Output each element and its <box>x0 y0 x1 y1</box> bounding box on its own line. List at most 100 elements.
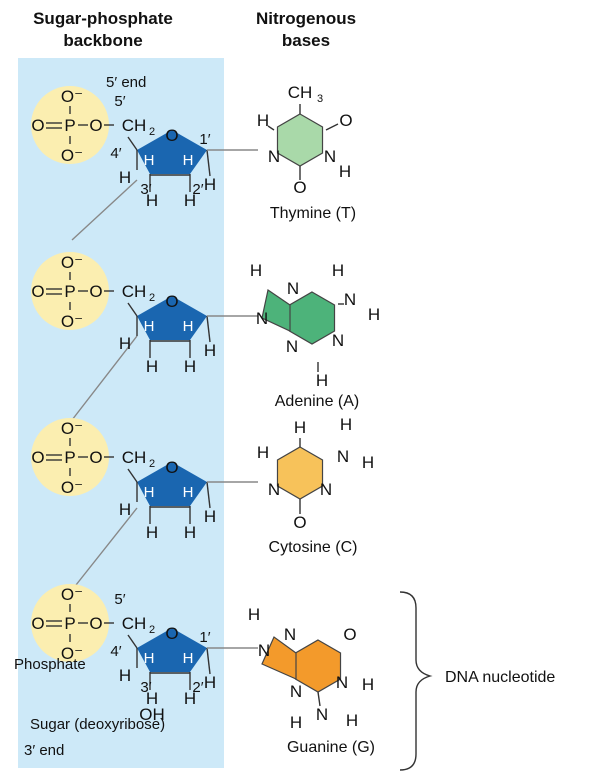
sugar-ring <box>137 296 207 340</box>
phosphate-circle <box>31 86 109 164</box>
backbone-link-2 <box>71 335 138 421</box>
base-name-adenine: Adenine (A) <box>275 393 360 410</box>
prime-2: 2′ <box>192 181 203 198</box>
bond-ch2-c4 <box>127 136 138 151</box>
oxygen-double-atom: O <box>31 448 44 467</box>
ring-h-left: H <box>144 318 155 335</box>
cytosine-n3: N <box>320 480 332 499</box>
three-prime-end-label: 3′ end <box>24 742 64 759</box>
ch2-subscript: 2 <box>149 624 155 636</box>
oxygen-top-atom: O⁻ <box>61 253 83 272</box>
phosphate-circle <box>31 252 109 330</box>
header-bases-line1: Nitrogenous <box>256 9 356 28</box>
adenine-n9: N <box>256 309 268 328</box>
prime-1: 1′ <box>199 131 210 148</box>
thymine-bond-h6 <box>267 125 275 131</box>
guanine-nh2-h1: H <box>290 713 302 732</box>
backbone-link-1 <box>71 179 138 241</box>
adenine-n1: N <box>332 331 344 350</box>
guanine-five-ring <box>261 636 297 680</box>
sugar-ring <box>137 628 207 672</box>
thymine-bond-o4 <box>325 123 339 131</box>
header-bases-line2: bases <box>282 31 330 50</box>
h-c4: H <box>119 500 131 519</box>
phosphorus-atom: P <box>64 614 75 633</box>
ring-h-right: H <box>183 484 194 501</box>
oxygen-bottom-atom: O⁻ <box>61 644 83 663</box>
thymine-o2: O <box>293 178 306 197</box>
nucleotide-label: DNA nucleotide <box>445 669 555 686</box>
cytosine-n1: N <box>268 480 280 499</box>
ch2-group: CH <box>122 116 147 135</box>
cytosine-nh2-h2: H <box>362 453 374 472</box>
phosphorus-atom: P <box>64 116 75 135</box>
phosphate-circle <box>31 584 109 662</box>
oxygen-bottom-atom: O⁻ <box>61 312 83 331</box>
h-c4: H <box>119 666 131 685</box>
ring-h-right: H <box>183 318 194 335</box>
h-c3: H <box>146 689 158 708</box>
oxygen-top-atom: O⁻ <box>61 87 83 106</box>
ch2-subscript: 2 <box>149 126 155 138</box>
oxygen-double-atom: O <box>31 282 44 301</box>
h-c1: H <box>204 673 216 692</box>
prime-3: 3′ <box>140 181 151 198</box>
ch2-group: CH <box>122 448 147 467</box>
oxygen-double-atom: O <box>31 116 44 135</box>
ring-oxygen-atom: O <box>165 292 178 311</box>
backbone-link-3 <box>71 507 138 591</box>
ring-h-left: H <box>144 650 155 667</box>
header-backbone-line1: Sugar-phosphate <box>33 9 173 28</box>
sugar-ring <box>137 130 207 174</box>
thymine-h3: H <box>339 162 351 181</box>
sugar-ring <box>137 462 207 506</box>
ch2-subscript: 2 <box>149 292 155 304</box>
h-c2: H <box>184 523 196 542</box>
nucleotide-bracket <box>399 591 433 771</box>
phosphate-circle <box>31 418 109 496</box>
prime-2: 2′ <box>192 679 203 696</box>
guanine-o6: O <box>343 625 356 644</box>
prime-3: 3′ <box>140 679 151 696</box>
prime-5: 5′ <box>114 93 125 110</box>
cytosine-o2: O <box>293 513 306 532</box>
bond-c1-h <box>206 149 211 177</box>
oxygen-bridge-atom: O <box>89 116 102 135</box>
oxygen-top-atom: O⁻ <box>61 419 83 438</box>
h-c3: H <box>146 357 158 376</box>
h-c1: H <box>204 507 216 526</box>
h-c2: H <box>184 191 196 210</box>
adenine-nh2-h1: H <box>332 261 344 280</box>
guanine-h8: H <box>248 605 260 624</box>
prime-1: 1′ <box>199 629 210 646</box>
bond-c1-h <box>206 481 211 509</box>
five-prime-end-label: 5′ end <box>106 74 146 91</box>
hydroxyl-3prime: OH <box>139 705 165 724</box>
header-backbone-line2: backbone <box>63 31 142 50</box>
bond-ch2-c4 <box>127 468 138 483</box>
bond-c1-h <box>206 315 211 343</box>
thymine-o4: O <box>339 111 352 130</box>
ring-h-right: H <box>183 650 194 667</box>
base-name-guanine: Guanine (G) <box>287 739 375 756</box>
bond-ch2-c4 <box>127 302 138 317</box>
bond-ch2-c4 <box>127 634 138 649</box>
thymine-n1: N <box>268 147 280 166</box>
adenine-n7: N <box>287 279 299 298</box>
phosphorus-atom: P <box>64 448 75 467</box>
sugar-label: Sugar (deoxyribose) <box>30 716 165 733</box>
ring-oxygen-atom: O <box>165 126 178 145</box>
cytosine-nh2-h1: H <box>340 415 352 434</box>
bond-c1-h <box>206 647 211 675</box>
adenine-n3: N <box>286 337 298 356</box>
h-c4: H <box>119 168 131 187</box>
guanine-bond-nh2 <box>317 691 321 707</box>
oxygen-bottom-atom: O⁻ <box>61 146 83 165</box>
cytosine-ring <box>276 446 324 500</box>
